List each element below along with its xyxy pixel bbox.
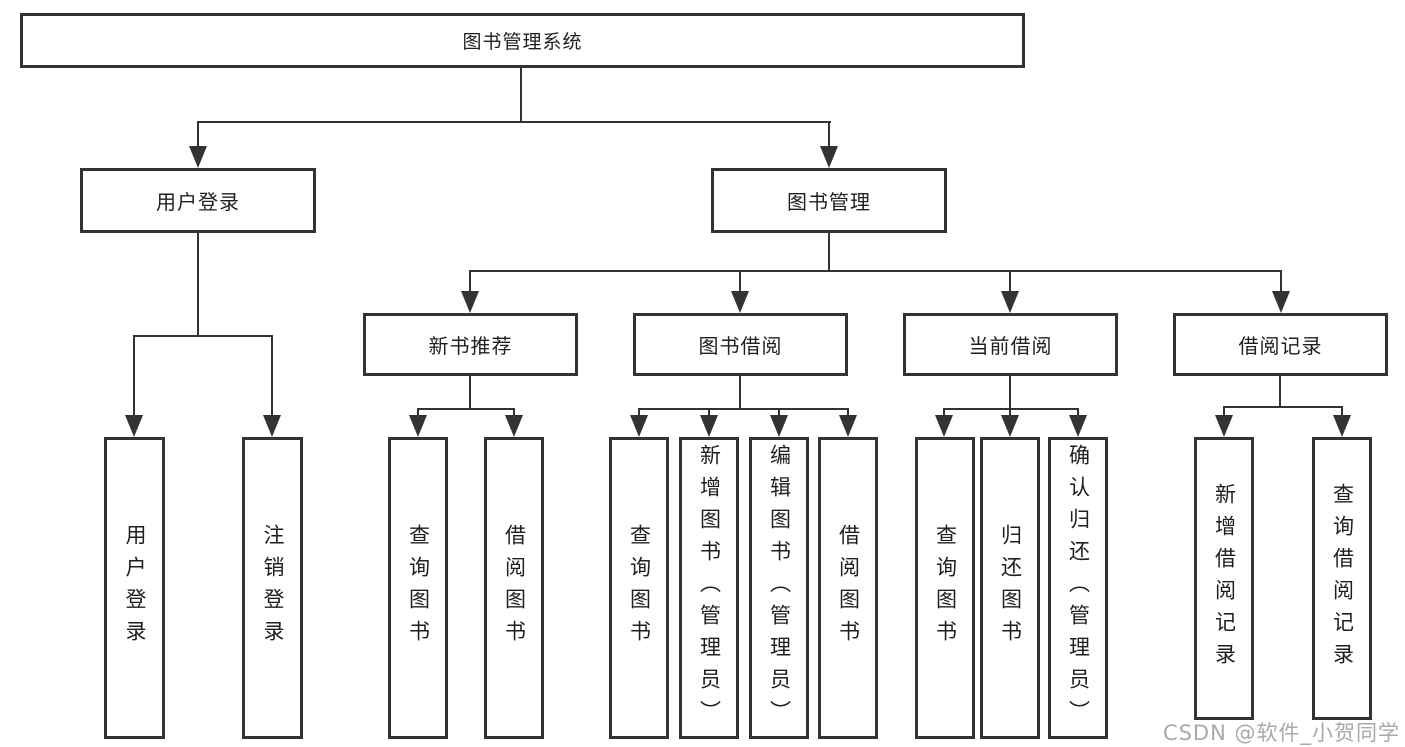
leaf-label: 新增图书（管理员） <box>697 444 722 732</box>
arrow-down-icon <box>189 146 207 168</box>
leaf-query-book: 查询图书 <box>609 437 669 739</box>
connector-line <box>778 408 780 418</box>
connector-line <box>739 270 741 293</box>
leaf-label: 查询借阅记录 <box>1330 482 1355 675</box>
arrow-down-icon <box>263 415 281 437</box>
arrow-down-icon <box>1333 415 1351 437</box>
arrow-down-icon <box>630 415 648 437</box>
connector-line <box>197 121 831 123</box>
connector-line <box>197 121 199 147</box>
connector-line <box>847 408 849 418</box>
connector-line <box>943 408 1079 410</box>
connector-line <box>1009 408 1011 418</box>
connector-line <box>520 68 522 122</box>
connector-line <box>133 335 273 337</box>
arrow-down-icon <box>839 415 857 437</box>
connector-line <box>828 121 830 147</box>
arrow-down-icon <box>1215 415 1233 437</box>
leaf-label: 用户登录 <box>123 524 147 652</box>
leaf-label: 借阅图书 <box>502 524 527 652</box>
leaf-borrow-book: 借阅图书 <box>484 437 544 739</box>
node-borrowing-records: 借阅记录 <box>1173 313 1388 376</box>
leaf-label: 查询图书 <box>627 524 652 652</box>
node-book-borrowing: 图书借阅 <box>633 313 848 376</box>
connector-line <box>469 376 471 409</box>
arrow-down-icon <box>409 415 427 437</box>
connector-line <box>417 408 515 410</box>
arrow-down-icon <box>1001 291 1019 313</box>
leaf-label: 借阅图书 <box>836 524 861 652</box>
leaf-borrow-book: 借阅图书 <box>818 437 878 739</box>
leaf-user-login: 用户登录 <box>104 437 165 739</box>
connector-line <box>1077 408 1079 418</box>
connector-line <box>1223 406 1225 418</box>
leaf-add-borrow-record: 新增借阅记录 <box>1194 437 1254 720</box>
node-book-management: 图书管理 <box>711 168 947 233</box>
leaf-query-book: 查询图书 <box>388 437 448 739</box>
connector-line <box>1280 270 1282 293</box>
connector-line <box>1341 406 1343 418</box>
arrow-down-icon <box>505 415 523 437</box>
node-label: 用户登录 <box>156 190 240 214</box>
node-label: 图书管理 <box>787 190 871 214</box>
arrow-down-icon <box>461 291 479 313</box>
node-current-borrowing: 当前借阅 <box>903 313 1118 376</box>
leaf-query-borrow-record: 查询借阅记录 <box>1312 437 1372 720</box>
leaf-label: 新增借阅记录 <box>1212 482 1237 675</box>
csdn-watermark: CSDN @软件_小贺同学 <box>1162 721 1400 745</box>
node-label: 图书借阅 <box>698 334 783 358</box>
leaf-add-book-admin: 新增图书（管理员） <box>679 437 739 739</box>
connector-line <box>271 335 273 417</box>
leaf-label: 查询图书 <box>933 524 958 652</box>
connector-line <box>943 408 945 418</box>
connector-line <box>197 233 199 336</box>
leaf-edit-book-admin: 编辑图书（管理员） <box>749 437 809 739</box>
leaf-label: 确认归还（管理员） <box>1066 444 1091 732</box>
connector-line <box>469 270 471 293</box>
node-label: 当前借阅 <box>968 334 1053 358</box>
arrow-down-icon <box>820 146 838 168</box>
connector-line <box>708 408 710 418</box>
arrow-down-icon <box>770 415 788 437</box>
arrow-down-icon <box>731 291 749 313</box>
node-user-login: 用户登录 <box>80 168 316 233</box>
connector-line <box>1009 270 1011 293</box>
arrow-down-icon <box>935 415 953 437</box>
leaf-return-book: 归还图书 <box>980 437 1040 739</box>
leaf-label: 编辑图书（管理员） <box>767 444 792 732</box>
leaf-confirm-return-admin: 确认归还（管理员） <box>1048 437 1108 739</box>
connector-line <box>1223 406 1343 408</box>
leaf-label: 查询图书 <box>406 524 431 652</box>
node-label: 借阅记录 <box>1238 334 1323 358</box>
connector-line <box>469 270 1282 272</box>
connector-line <box>133 335 135 417</box>
node-label: 新书推荐 <box>428 334 513 358</box>
connector-line <box>1009 376 1011 409</box>
connector-line <box>1279 376 1281 407</box>
leaf-logout: 注销登录 <box>242 437 303 739</box>
arrow-down-icon <box>1069 415 1087 437</box>
leaf-query-book: 查询图书 <box>915 437 975 739</box>
node-new-book-recommend: 新书推荐 <box>363 313 578 376</box>
connector-line <box>513 408 515 418</box>
connector-line <box>417 408 419 418</box>
connector-line <box>739 376 741 409</box>
leaf-label: 注销登录 <box>261 524 285 652</box>
connector-line <box>828 233 830 271</box>
connector-line <box>638 408 849 410</box>
arrow-down-icon <box>1001 415 1019 437</box>
leaf-label: 归还图书 <box>998 524 1023 652</box>
connector-line <box>638 408 640 418</box>
arrow-down-icon <box>700 415 718 437</box>
arrow-down-icon <box>1272 291 1290 313</box>
node-library-management-system: 图书管理系统 <box>20 13 1025 68</box>
arrow-down-icon <box>125 415 143 437</box>
node-label: 图书管理系统 <box>462 31 583 53</box>
